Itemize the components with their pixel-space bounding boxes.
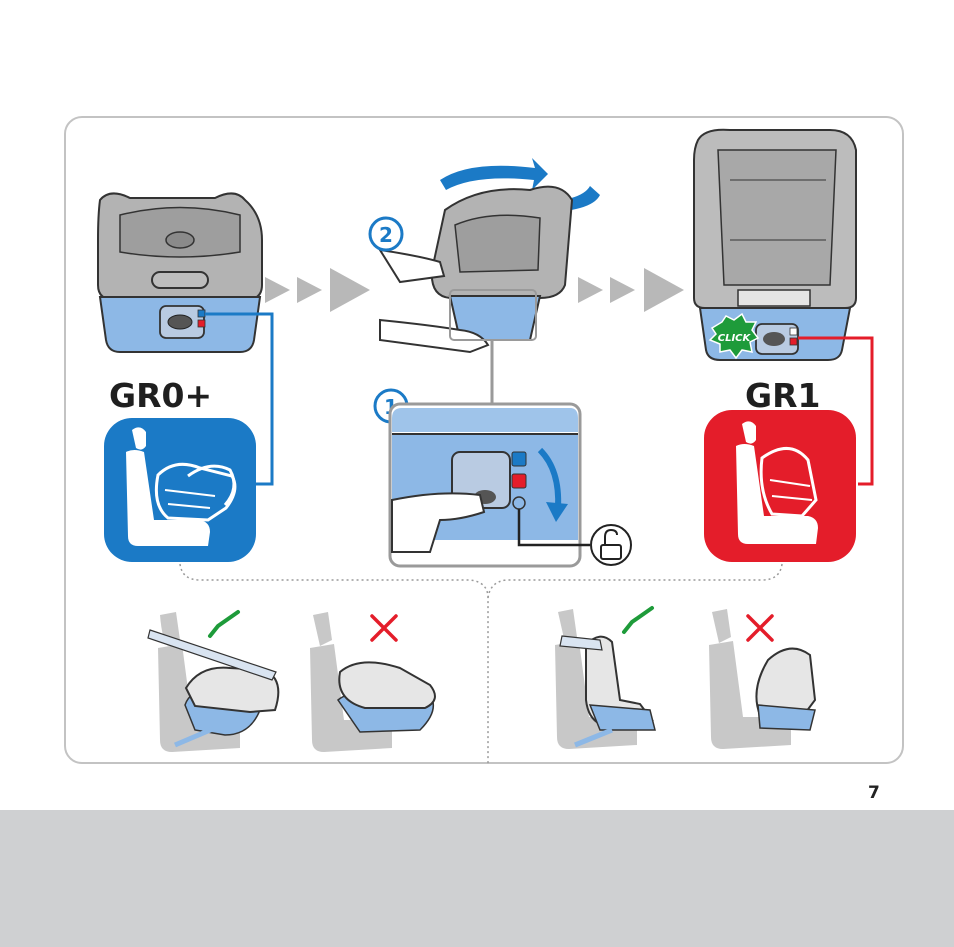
cross-icon (372, 616, 396, 640)
cross-icon (748, 616, 772, 640)
dotted-separators (180, 564, 782, 764)
arrow-chevrons-right (578, 268, 684, 312)
seat-rotating (432, 187, 572, 340)
forward-facing-icon-tile (704, 410, 856, 562)
unlock-padlock-icon (591, 525, 631, 565)
svg-text:2: 2 (379, 223, 393, 247)
check-icon (210, 612, 238, 636)
rear-facing-icon-tile (104, 418, 256, 562)
footer-band (0, 810, 954, 947)
label-gr0-plus: GR0+ (109, 376, 212, 415)
seat-rear-facing-top (98, 193, 262, 300)
gr1-correct-install (555, 608, 655, 749)
label-gr1: GR1 (745, 376, 820, 415)
gr0-correct-install (148, 612, 278, 752)
gr1-incorrect-install (709, 609, 815, 749)
instruction-illustration: GR0+ 2 1 (0, 0, 954, 810)
gr0-incorrect-install (310, 612, 435, 752)
step-badge-2: 2 (370, 218, 402, 250)
check-icon (624, 608, 652, 632)
zoom-detail-panel (390, 404, 580, 566)
arrow-chevrons-left (265, 268, 370, 312)
click-label: CLICK (718, 333, 752, 344)
seat-base-blue-left (100, 297, 260, 352)
seat-forward-facing-top (694, 130, 856, 308)
